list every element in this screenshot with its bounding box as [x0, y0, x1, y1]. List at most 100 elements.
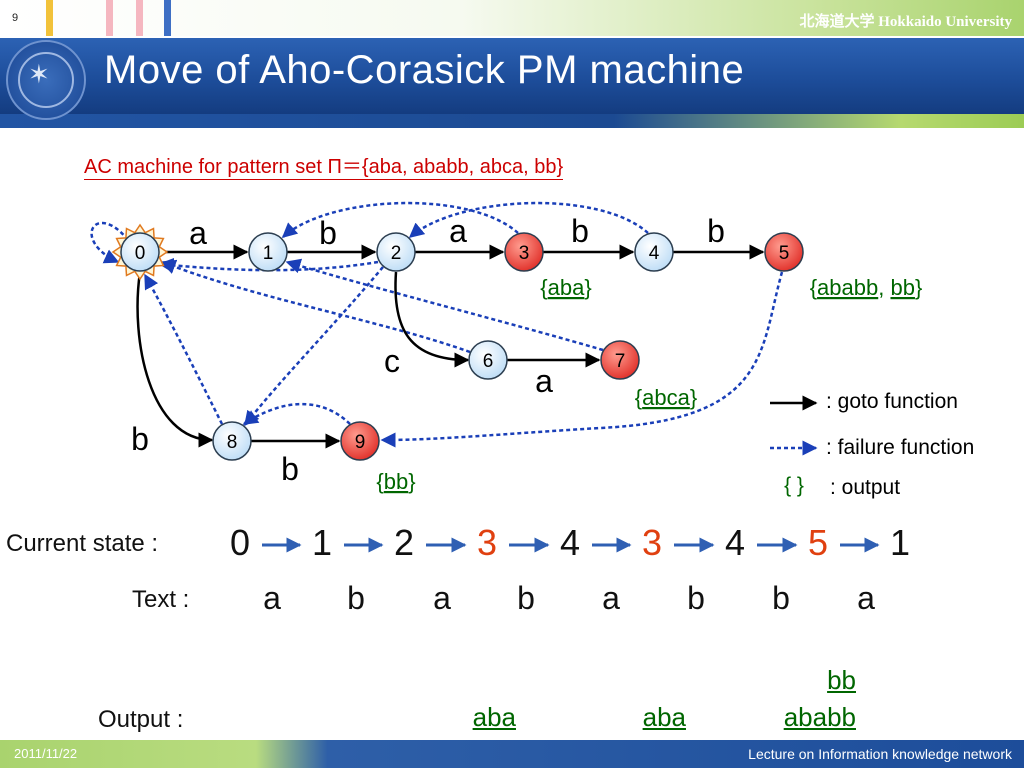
state-node: 7: [600, 340, 640, 380]
legend-output-symbol: { }: [784, 474, 804, 497]
deco-bar: [106, 0, 113, 36]
trace-state: 4: [559, 522, 581, 563]
failure-edges: [90, 201, 784, 448]
trace-state: 4: [724, 522, 746, 563]
trace-text-char: b: [687, 580, 705, 616]
output-labels: {aba} {ababb, bb} {abca} {bb}: [376, 275, 922, 494]
output-pattern: aba: [548, 275, 585, 300]
edge-label: b: [571, 213, 589, 249]
trace-text-char: b: [517, 580, 535, 616]
deco-bar: [164, 0, 171, 36]
current-state-label: Current state :: [6, 530, 159, 557]
failure-edge: [90, 221, 129, 264]
state-node: 9: [340, 421, 380, 461]
footer-date: 2011/11/22: [14, 746, 78, 761]
failure-edge: [160, 259, 471, 354]
trace-state: 1: [889, 522, 911, 563]
state-id: 9: [355, 432, 366, 453]
page-title: Move of Aho-Corasick PM machine: [104, 48, 745, 92]
trace-output: aba: [472, 702, 516, 732]
output-set: {ababb, bb}: [810, 275, 923, 300]
edge-label: b: [707, 213, 725, 249]
legend-output-text: : output: [830, 476, 900, 499]
deco-bar: [46, 0, 53, 36]
university-name: 北海道大学 Hokkaido University: [799, 14, 1012, 30]
output-set: {aba}: [540, 275, 591, 300]
trace-text-char: b: [347, 580, 365, 616]
trace-output: aba: [642, 702, 686, 732]
state-circle: [376, 232, 416, 272]
state-node: 3: [504, 232, 544, 272]
edge-label: b: [319, 215, 337, 251]
output-pattern: ababb: [817, 275, 878, 300]
pattern-set-subtitle: AC machine for pattern set Π＝{aba, ababb…: [84, 150, 564, 180]
output-pattern: abca: [642, 385, 690, 410]
state-node: 5: [764, 232, 804, 272]
trace-state: 5: [807, 522, 829, 563]
text-label: Text :: [132, 586, 190, 613]
trace-text-char: a: [263, 580, 281, 616]
goto-edge: [394, 271, 470, 368]
state-node: 0: [120, 232, 160, 272]
state-id: 4: [649, 243, 660, 264]
trace-text-char: b: [772, 580, 790, 616]
state-circle: [340, 421, 380, 461]
slide-number: 9: [12, 12, 19, 24]
state-circle: [634, 232, 674, 272]
edge-label: c: [384, 343, 400, 379]
goto-edges: [136, 244, 765, 449]
failure-edge: [244, 266, 384, 427]
state-node: 2: [376, 232, 416, 272]
state-node: 8: [212, 421, 252, 461]
state-node: 1: [248, 232, 288, 272]
title-underline-band: [0, 114, 1024, 128]
trace-state: 3: [641, 522, 663, 563]
state-circle: [504, 232, 544, 272]
trace-state: 3: [476, 522, 498, 563]
state-node: 6: [468, 340, 508, 380]
legend-goto-text: : goto function: [826, 390, 958, 413]
state-nodes: 0 1 2 3 4 5 6 7 8 9: [120, 232, 804, 461]
output-pattern: bb: [890, 275, 914, 300]
state-id: 2: [391, 243, 402, 264]
edge-label: b: [131, 421, 149, 457]
state-circle: [764, 232, 804, 272]
seal-star-icon: ✶: [28, 60, 50, 90]
trace-text-char: a: [857, 580, 875, 616]
edge-label: a: [535, 363, 553, 399]
failure-edge: [380, 271, 784, 448]
state-node: 4: [634, 232, 674, 272]
state-circle: [212, 421, 252, 461]
footer-bar: [0, 740, 1024, 768]
output-set: {bb}: [376, 469, 415, 494]
university-seal-icon: ✶: [6, 40, 86, 120]
output-label: Output :: [98, 706, 184, 733]
legend: : goto function: failure function{ }: ou…: [770, 390, 974, 499]
state-id: 1: [263, 243, 274, 264]
state-circle: [468, 340, 508, 380]
top-strip: [0, 0, 1024, 36]
trace-text-char: a: [602, 580, 620, 616]
title-band: [0, 38, 1024, 114]
state-id: 3: [519, 243, 530, 264]
goto-edge: [136, 271, 214, 448]
state-circle: [600, 340, 640, 380]
trace-output: ababb: [783, 702, 856, 732]
edge-label: a: [189, 215, 207, 251]
state-id: 5: [779, 243, 790, 264]
trace-state: 0: [229, 522, 251, 563]
output-set: {abca}: [635, 385, 697, 410]
edge-label: a: [449, 213, 467, 249]
trace-state: 2: [393, 522, 415, 563]
deco-bar: [136, 0, 143, 36]
output-pattern: bb: [384, 469, 408, 494]
state-id: 6: [483, 351, 494, 372]
footer-course: Lecture on Information knowledge network: [748, 746, 1012, 762]
trace-state: 1: [311, 522, 333, 563]
trace-output: bb: [827, 665, 856, 695]
failure-edge: [285, 258, 604, 352]
state-id: 7: [615, 351, 626, 372]
